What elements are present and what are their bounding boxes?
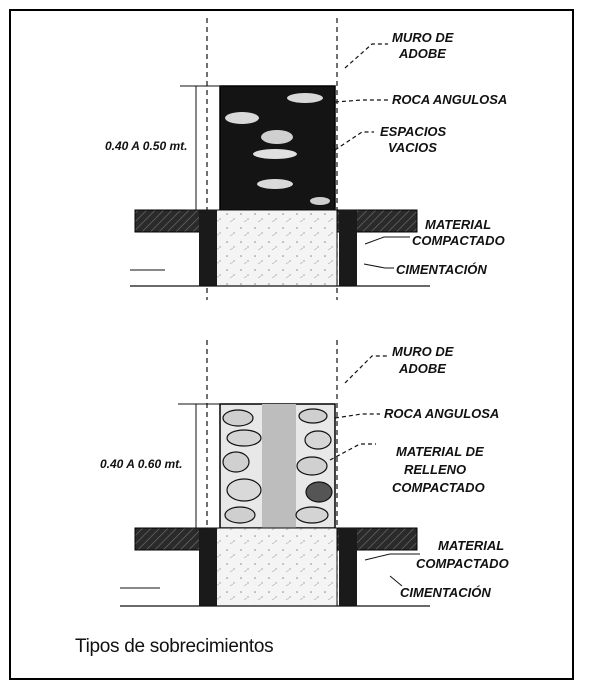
leader-foundation [389, 575, 403, 587]
label-dimension: 0.40 A 0.50 mt. [105, 139, 188, 153]
footing-wall-right [339, 528, 357, 606]
leader-foundation [363, 263, 394, 269]
footing-wall-left [199, 210, 217, 286]
rock [295, 506, 329, 524]
figure-caption: Tipos de sobrecimientos [75, 636, 274, 657]
section-diagram-2: MURO DE ADOBE ROCA ANGULOSA MATERIAL DE … [100, 340, 509, 610]
label-wall-line2: ADOBE [398, 46, 446, 61]
rock [287, 93, 323, 103]
rock [304, 430, 332, 450]
label-voids-line2: VACIOS [388, 140, 437, 155]
compacted-fill-core [262, 404, 296, 528]
label-compacted-line2: COMPACTADO [416, 556, 509, 571]
label-fill-line1: MATERIAL DE [396, 444, 484, 459]
leader-fill [329, 443, 376, 461]
rock [226, 429, 262, 447]
rock [261, 130, 293, 144]
label-wall-line2: ADOBE [398, 361, 446, 376]
rock [224, 506, 256, 524]
label-compacted-line2: COMPACTADO [412, 233, 505, 248]
label-wall-line1: MURO DE [392, 30, 454, 45]
rock [310, 197, 330, 205]
rock [226, 478, 262, 502]
foundation-fill [206, 209, 338, 287]
label-wall-line1: MURO DE [392, 344, 454, 359]
label-fill-line3: COMPACTADO [392, 480, 485, 495]
leader-wall [344, 355, 388, 384]
label-dimension: 0.40 A 0.60 mt. [100, 457, 183, 471]
rock [305, 481, 333, 503]
leader-compacted [364, 236, 410, 245]
label-voids-line1: ESPACIOS [380, 124, 447, 139]
overfoundation-block-voids [219, 85, 336, 211]
leader-voids [334, 131, 374, 151]
leader-rock [334, 413, 380, 419]
leader-wall [344, 43, 388, 69]
foundation-fill [206, 527, 338, 607]
label-compacted-line1: MATERIAL [438, 538, 504, 553]
label-foundation: CIMENTACIÓN [396, 262, 487, 277]
rock [298, 408, 328, 424]
label-foundation: CIMENTACIÓN [400, 585, 491, 600]
rock [296, 456, 328, 476]
rock [222, 451, 250, 473]
footing-wall-right [339, 210, 357, 286]
label-rock: ROCA ANGULOSA [384, 406, 499, 421]
rock [253, 149, 297, 159]
label-fill-line2: RELLENO [404, 462, 466, 477]
label-compacted-line1: MATERIAL [425, 217, 491, 232]
leader-compacted [364, 553, 420, 561]
label-rock: ROCA ANGULOSA [392, 92, 507, 107]
rock [222, 409, 254, 427]
rock [225, 112, 259, 124]
floor-slab-left [134, 209, 208, 233]
footing-wall-left [199, 528, 217, 606]
section-diagram-1: MURO DE ADOBE ROCA ANGULOSA ESPACIOS VAC… [105, 18, 507, 300]
rock [257, 179, 293, 189]
leader-rock [334, 99, 388, 103]
floor-slab-left [134, 527, 208, 551]
